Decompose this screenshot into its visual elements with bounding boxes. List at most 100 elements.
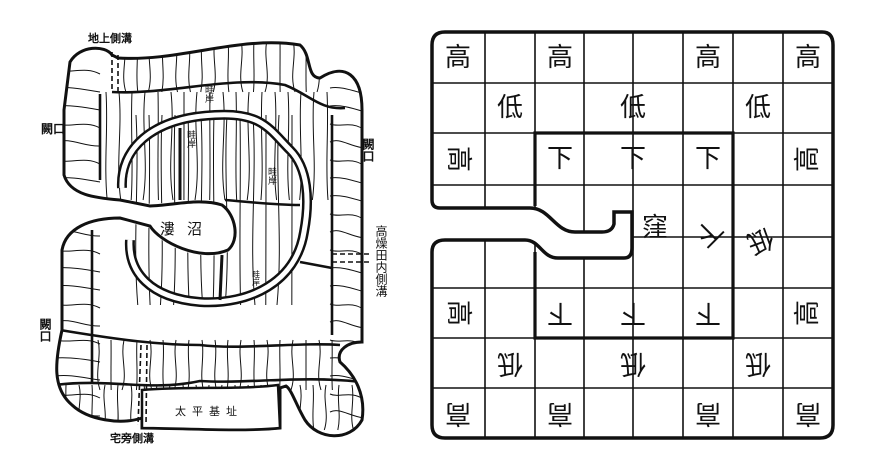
terrace-ridge [299, 91, 302, 201]
terrace-ridge [118, 91, 122, 201]
bottom-band-boundary [56, 377, 363, 387]
terrace-ridge [264, 42, 268, 93]
terrace-ridge [56, 177, 101, 183]
terrace-ridge [252, 114, 256, 306]
grid-label-low: 低 [745, 93, 771, 123]
field-grid-diagram: 高高高高低低低高下下下高窪下低高下下下高低低低高高高高 [430, 30, 835, 440]
grid-label-below: 下 [620, 298, 646, 328]
terrace-ridge [136, 42, 139, 93]
ridge-label-2: 畦岸 [185, 129, 196, 149]
terrace-ridge [175, 42, 178, 93]
grid-label-high: 高 [795, 43, 821, 73]
terrace-ridge [323, 384, 327, 431]
terrace-ridge [329, 195, 363, 203]
grid-label-high: 高 [795, 398, 821, 428]
terrace-ridge [266, 339, 270, 391]
ridge-label-1: 畦岸 [203, 84, 214, 104]
foundation-plot [140, 383, 282, 432]
terrace-ridge [329, 285, 363, 293]
terrace-ridge [56, 374, 101, 381]
terrace-ridge [56, 69, 101, 75]
terrace-ridge [102, 384, 106, 431]
terrace-ridge [116, 384, 119, 431]
grid-label-low: 低 [497, 348, 523, 378]
terrace-ridge [252, 42, 255, 93]
terrace-ridge [56, 213, 101, 219]
grid-label-high: 高 [695, 43, 721, 73]
terrace-ridge [135, 339, 138, 391]
terrace-ridge [149, 339, 153, 391]
terrace-ridge [105, 91, 108, 201]
terrace-ridge [142, 91, 146, 201]
terrace-ridge [222, 91, 226, 201]
terrace-ridge [200, 42, 203, 93]
grid-label-low: 低 [620, 93, 646, 123]
terrace-ridge [329, 320, 363, 329]
gate-left-lower-label: 闕口 [38, 318, 52, 343]
terrace-ridge [121, 339, 125, 391]
inner-ridge-line-2 [224, 198, 301, 207]
terrace-ridge [226, 339, 229, 391]
terrace-ridge [318, 339, 322, 391]
terrace-ridge [147, 42, 151, 93]
terrace-ridge [130, 384, 134, 431]
terrace-ridge [292, 42, 296, 93]
terrace-ridge [311, 91, 315, 201]
terrace-ridge [235, 91, 238, 201]
terrace-ridge [157, 91, 159, 201]
terrace-ridge [286, 384, 288, 431]
grid-label-high: 高 [793, 300, 823, 326]
grid-label-below: 下 [695, 144, 721, 174]
terrace-ridge [260, 91, 263, 201]
terrace-ridge [91, 384, 94, 431]
terrace-ridge [56, 159, 101, 165]
pond-shape [120, 202, 236, 256]
terrace-ridge [201, 339, 204, 391]
upper-band-boundary [111, 80, 346, 110]
terrace-ridge [329, 159, 363, 167]
terrace-ridge [214, 339, 218, 391]
grid-label-high: 高 [695, 398, 721, 428]
terrace-ridge [240, 42, 244, 93]
grid-label-high: 高 [445, 43, 471, 73]
terrace-ridge [274, 91, 278, 201]
terrace-ridge [329, 303, 363, 311]
inner-ditch-label: 高燥田内側溝 [374, 224, 388, 298]
grid-lines [432, 32, 833, 438]
grid-label-high: 高 [445, 398, 471, 428]
terrace-ridge [239, 114, 242, 306]
ridge-label-3: 畦岸 [266, 166, 277, 186]
terrace-ridge [170, 91, 174, 201]
terrace-ridge [162, 339, 165, 391]
grid-label-high: 高 [443, 146, 473, 172]
ring-right-channel [299, 260, 333, 270]
terrace-ridge [290, 339, 294, 391]
terrace-ridge [188, 42, 191, 93]
terrace-ridge [329, 177, 363, 185]
terrace-ridge [337, 384, 340, 431]
grid-label-below: 下 [547, 144, 573, 174]
terrace-ridge [316, 42, 320, 93]
grid-label-high: 高 [547, 398, 573, 428]
terrace-ridge [56, 410, 101, 417]
top-ditch-label: 地上側溝 [88, 31, 132, 45]
gate-left-upper-label: 闕口 [41, 122, 65, 136]
terraced-field-map: 地上側溝 闕口 闕口 闕口 畦岸 畦岸 畦岸 畦岸 漊沼 高燥田内側溝 太平基址… [38, 31, 388, 445]
terrace-ridge [329, 213, 363, 221]
terrace-ridge [329, 140, 363, 149]
grid-label-high: 高 [443, 300, 473, 326]
grid-label-low: 低 [620, 348, 646, 378]
gate-right-label: 闕口 [361, 138, 375, 163]
grid-label-below: 下 [688, 212, 728, 252]
terrace-ridge [238, 339, 242, 391]
grid-label-below: 下 [547, 298, 573, 328]
terrace-ridge [351, 384, 354, 431]
terrace-ridge [329, 357, 363, 365]
terrace-ridge [312, 384, 315, 431]
grid-label-high: 高 [547, 43, 573, 73]
grid-label-high: 高 [793, 146, 823, 172]
lower-band-boundary [59, 328, 341, 348]
ridge-label-4: 畦岸 [252, 269, 261, 287]
terrace-ridge [56, 105, 101, 111]
